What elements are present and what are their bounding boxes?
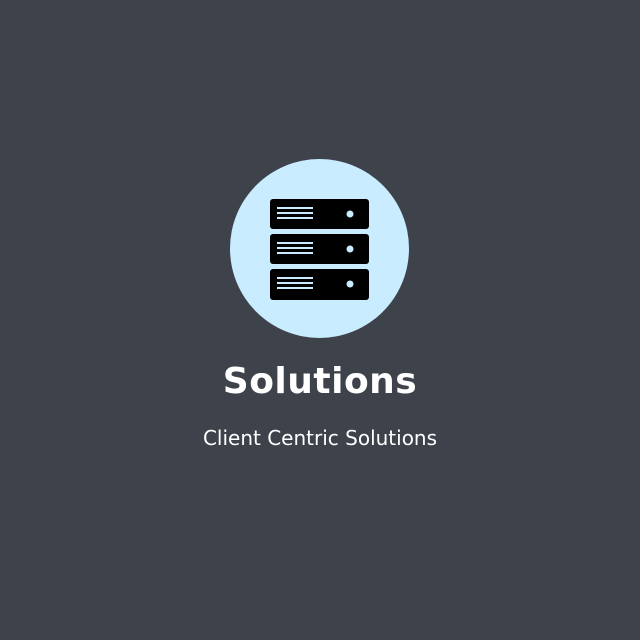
server-unit-middle (270, 234, 369, 264)
logo-badge (230, 159, 409, 338)
server-unit-top (270, 199, 369, 229)
server-unit-bottom (270, 269, 369, 300)
brand-tagline: Client Centric Solutions (202, 426, 438, 450)
brand-title: Solutions (222, 361, 418, 402)
server-stack-icon (270, 199, 369, 300)
